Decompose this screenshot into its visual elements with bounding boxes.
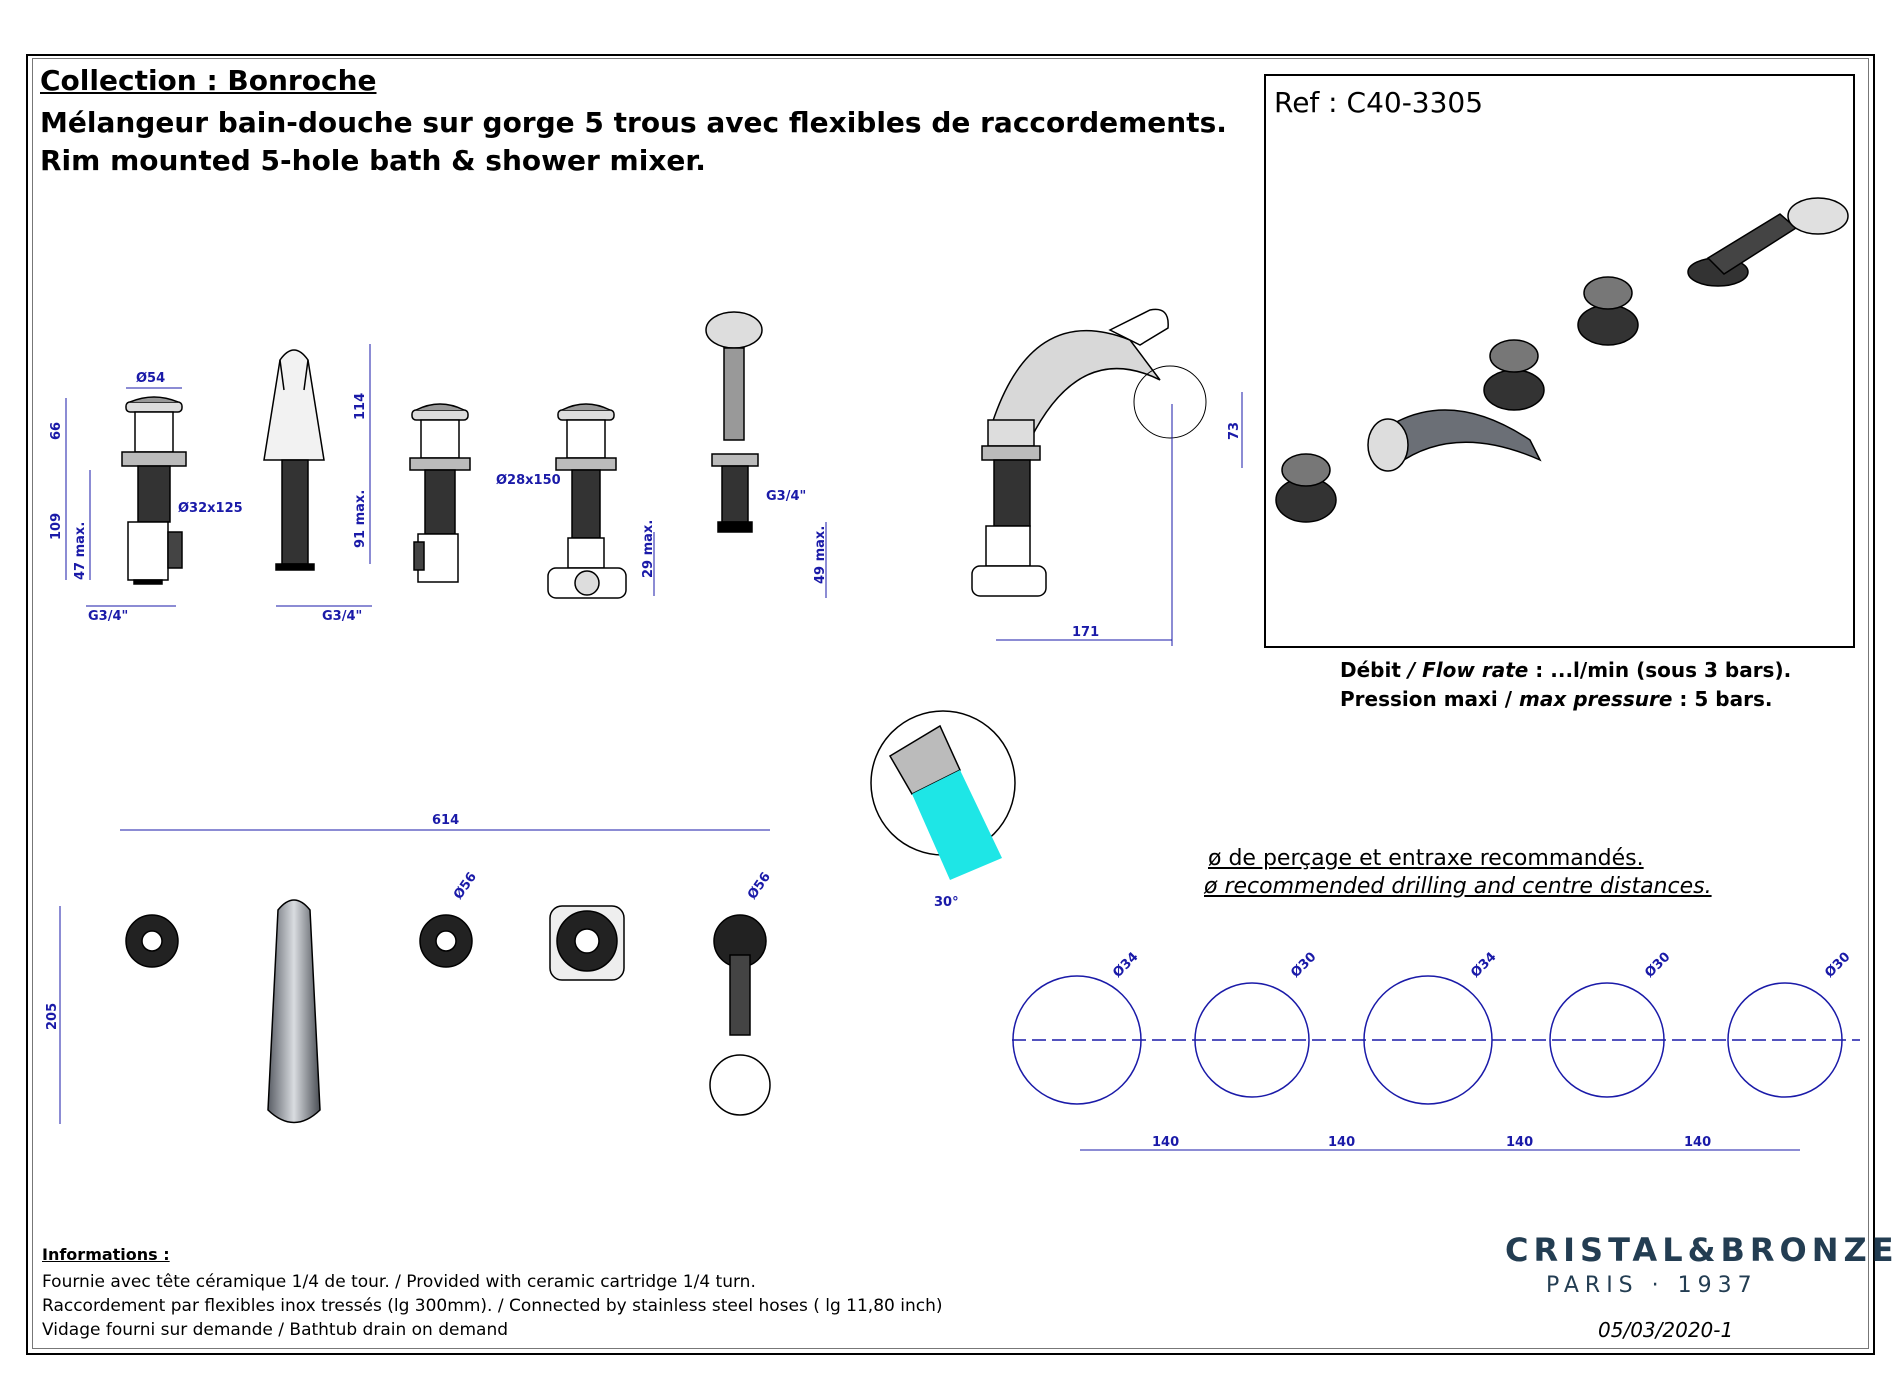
product-3d-view bbox=[1275, 197, 1849, 523]
dim-h91: 91 max. bbox=[353, 490, 368, 548]
pressure-label: Pression maxi / bbox=[1340, 687, 1513, 711]
plan-view bbox=[125, 899, 771, 1124]
drill-hole-5-label: Ø30 bbox=[1822, 950, 1853, 981]
pressure-label-en: max pressure bbox=[1519, 687, 1673, 711]
dim-w171: 171 bbox=[1072, 625, 1099, 640]
product-title-fr: Mélangeur bain-douche sur gorge 5 trous … bbox=[40, 106, 1227, 139]
drawing-inner-border bbox=[32, 58, 1869, 1349]
dim-a30: 30° bbox=[934, 895, 959, 910]
product-title-en: Rim mounted 5-hole bath & shower mixer. bbox=[40, 144, 706, 177]
flow-value: : ...l/min (sous 3 bars). bbox=[1535, 658, 1792, 682]
collection-title: Collection : Bonroche bbox=[40, 64, 377, 97]
info-line-2: Raccordement par flexibles inox tressés … bbox=[42, 1296, 943, 1316]
drilling-note-fr: ø de perçage et entraxe recommandés. bbox=[1208, 846, 1644, 871]
drilling-note-en: ø recommended drilling and centre distan… bbox=[1204, 874, 1712, 899]
brand-logo: CRISTAL&BRONZE bbox=[1505, 1231, 1899, 1269]
dim-h66: 66 bbox=[49, 422, 64, 440]
drill-hole-1-label: Ø34 bbox=[1110, 950, 1141, 981]
flow-rate-spec: Débit / Flow rate : ...l/min (sous 3 bar… bbox=[1340, 658, 1791, 682]
dim-d28: Ø28x150 bbox=[496, 473, 561, 488]
drill-spacing-3: 140 bbox=[1506, 1135, 1533, 1150]
elevation-spout bbox=[263, 349, 325, 571]
info-line-1: Fournie avec tête céramique 1/4 de tour.… bbox=[42, 1272, 756, 1292]
reference-box bbox=[1264, 74, 1855, 648]
drill-hole-2-label: Ø30 bbox=[1288, 950, 1319, 981]
drill-spacing-2: 140 bbox=[1328, 1135, 1355, 1150]
dim-h109: 109 bbox=[49, 513, 64, 540]
dimension-lines bbox=[59, 344, 1800, 1151]
revision-date: 05/03/2020-1 bbox=[1598, 1318, 1734, 1342]
dim-g34a: G3/4" bbox=[88, 609, 128, 624]
elevation-valve-1 bbox=[121, 396, 187, 585]
drawing-border bbox=[26, 54, 1875, 1355]
drill-spacing-4: 140 bbox=[1684, 1135, 1711, 1150]
dim-d32: Ø32x125 bbox=[178, 501, 243, 516]
dim-h49: 49 max. bbox=[813, 526, 828, 584]
dim-h114: 114 bbox=[353, 393, 368, 420]
elevation-valve-2 bbox=[409, 403, 471, 583]
dim-g34b: G3/4" bbox=[322, 609, 362, 624]
dim-d56a: Ø56 bbox=[451, 870, 480, 902]
pressure-value: : 5 bars. bbox=[1679, 687, 1773, 711]
drill-spacing-1: 140 bbox=[1152, 1135, 1179, 1150]
dim-h47: 47 max. bbox=[73, 522, 88, 580]
dim-h29: 29 max. bbox=[641, 520, 656, 578]
dim-d56b: Ø56 bbox=[745, 870, 774, 902]
drill-hole-4-label: Ø30 bbox=[1642, 950, 1673, 981]
info-line-3: Vidage fourni sur demande / Bathtub drai… bbox=[42, 1320, 509, 1340]
dim-h73: 73 bbox=[1227, 422, 1242, 440]
drilling-circles bbox=[1012, 975, 1860, 1105]
elevation-hand-shower bbox=[705, 311, 763, 533]
elevation-diverter bbox=[547, 403, 627, 599]
dim-g34c: G3/4" bbox=[766, 489, 806, 504]
dim-h205: 205 bbox=[45, 1003, 60, 1030]
aerator-detail bbox=[870, 710, 1016, 880]
flow-label-en: / Flow rate bbox=[1407, 658, 1529, 682]
reference-label: Ref : C40-3305 bbox=[1274, 86, 1484, 119]
flow-label: Débit bbox=[1340, 658, 1401, 682]
dim-d54: Ø54 bbox=[136, 371, 165, 386]
pressure-spec: Pression maxi / max pressure : 5 bars. bbox=[1340, 687, 1772, 711]
drill-hole-3-label: Ø34 bbox=[1468, 950, 1499, 981]
brand-subtitle: PARIS · 1937 bbox=[1546, 1273, 1758, 1298]
informations-heading: Informations : bbox=[42, 1245, 170, 1264]
elevation-spout-side bbox=[971, 308, 1207, 597]
dim-w614: 614 bbox=[432, 813, 459, 828]
